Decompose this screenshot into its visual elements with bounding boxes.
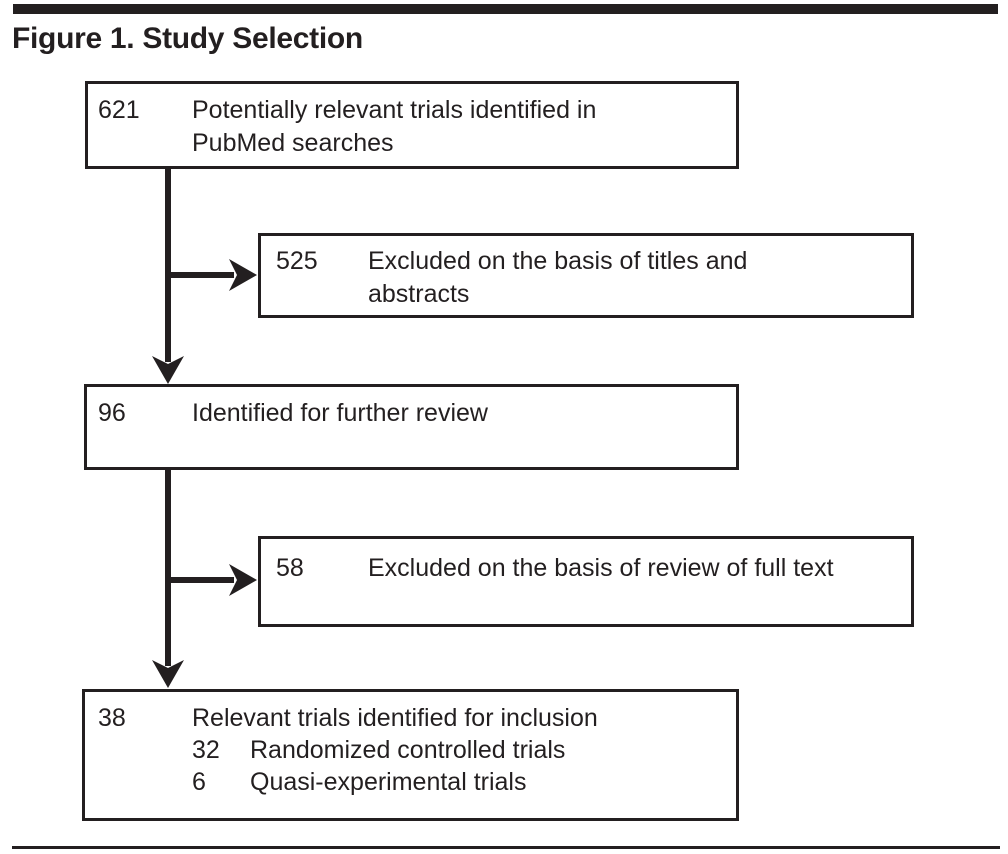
arrowhead-right-icon: [229, 259, 257, 291]
box-count: 96: [98, 399, 126, 427]
top-rule: [13, 4, 998, 14]
flow-box-further-review: 96 Identified for further review: [84, 384, 739, 470]
arrowhead-down-icon: [152, 356, 184, 384]
box-text-line: Relevant trials identified for inclusion: [192, 704, 598, 732]
box-text-line: abstracts: [368, 280, 470, 308]
box-text-line: Excluded on the basis of titles and: [368, 247, 748, 275]
box-text-line: Identified for further review: [192, 399, 488, 427]
box-sub-text: Quasi-experimental trials: [250, 768, 527, 796]
flow-box-included: 38 Relevant trials identified for inclus…: [82, 689, 739, 821]
flow-box-potentially-relevant: 621 Potentially relevant trials identifi…: [85, 81, 739, 169]
arrowhead-down-icon: [152, 660, 184, 688]
box-text-line: Excluded on the basis of review of full …: [368, 554, 834, 582]
box-count: 38: [98, 704, 126, 732]
figure-title: Figure 1. Study Selection: [12, 22, 363, 55]
flow-box-excluded-titles-abstracts: 525 Excluded on the basis of titles and …: [258, 233, 914, 318]
flow-box-excluded-fulltext: 58 Excluded on the basis of review of fu…: [258, 536, 914, 627]
box-count: 525: [276, 247, 318, 275]
box-sub-text: Randomized controlled trials: [250, 736, 566, 764]
box-text-line: Potentially relevant trials identified i…: [192, 96, 597, 124]
box-count: 58: [276, 554, 304, 582]
arrowhead-right-icon: [229, 564, 257, 596]
box-sub-count: 6: [192, 768, 206, 796]
bottom-rule: [12, 846, 1000, 849]
box-sub-count: 32: [192, 736, 220, 764]
box-text-line: PubMed searches: [192, 129, 394, 157]
box-count: 621: [98, 96, 140, 124]
